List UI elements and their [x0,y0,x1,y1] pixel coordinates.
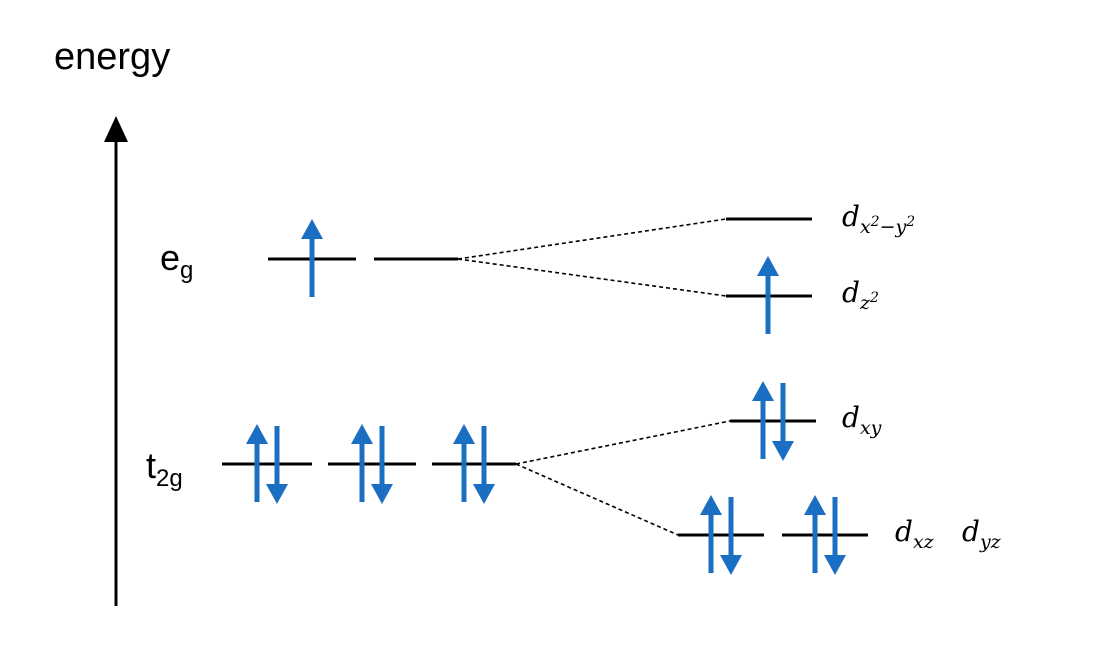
dz2-sup: 2 [869,290,879,306]
eg-to-dz2-connector [457,258,727,297]
dxy-level-spin-down-arrow-head [772,441,794,461]
t2g-to-dxy-connector [515,420,731,465]
eg-to-dx2-y2-connector [457,218,727,260]
t2g-level-2-spin-up-arrow-head [351,424,373,444]
dz2-sub: z [859,292,870,314]
t2g-level-2-spin-down-arrow-head [371,484,393,504]
t2g-label-main: t [146,445,157,486]
dx2-y2-label: dx2−y2 [842,203,915,237]
energy-axis-arrowhead [104,116,128,142]
t2g-label: t2g [146,448,183,491]
dx2-y2-sup2: 2 [906,214,916,230]
dyz-main: d [962,515,980,548]
dxy-level-spin-up-arrow-head [752,381,774,401]
dxz-level-spin-down-arrow-head [720,555,742,575]
dyz-level-spin-up-arrow-head [804,495,826,515]
t2g-label-sub: 2g [156,465,183,492]
dyz-label: dyz [962,518,1001,552]
t2g-level-1-spin-down-arrow-head [266,484,288,504]
eg-label-sub: g [180,257,194,284]
dz2-main: d [842,276,860,309]
dxz-level-spin-up-arrow-head [700,495,722,515]
dxy-label: dxy [842,404,881,438]
dx2-y2-sup1: 2 [870,214,880,230]
eg-level-1-spin-up-arrow-head [301,219,323,239]
dyz-sub: yz [979,531,1001,553]
dx2-y2-main: d [842,200,860,233]
energy-axis-label: energy [54,36,171,78]
t2g-to-dxz-connector [515,463,679,536]
dxz-sub: xz [912,531,934,553]
dx2-y2-sub: x [859,216,871,238]
eg-label: eg [160,240,193,283]
t2g-level-3-spin-up-arrow-head [453,424,475,444]
dz2-label: dz2 [842,279,879,313]
t2g-level-1-spin-up-arrow-head [246,424,268,444]
dxz-label: dxz [895,518,934,552]
dxy-sub: xy [859,417,882,439]
dx2-y2-mid: −y [879,216,907,238]
eg-label-main: e [160,237,181,278]
dxy-main: d [842,401,860,434]
dxz-main: d [895,515,913,548]
dz2-level-spin-up-arrow-head [757,256,779,276]
dyz-level-spin-down-arrow-head [824,555,846,575]
t2g-level-3-spin-down-arrow-head [473,484,495,504]
